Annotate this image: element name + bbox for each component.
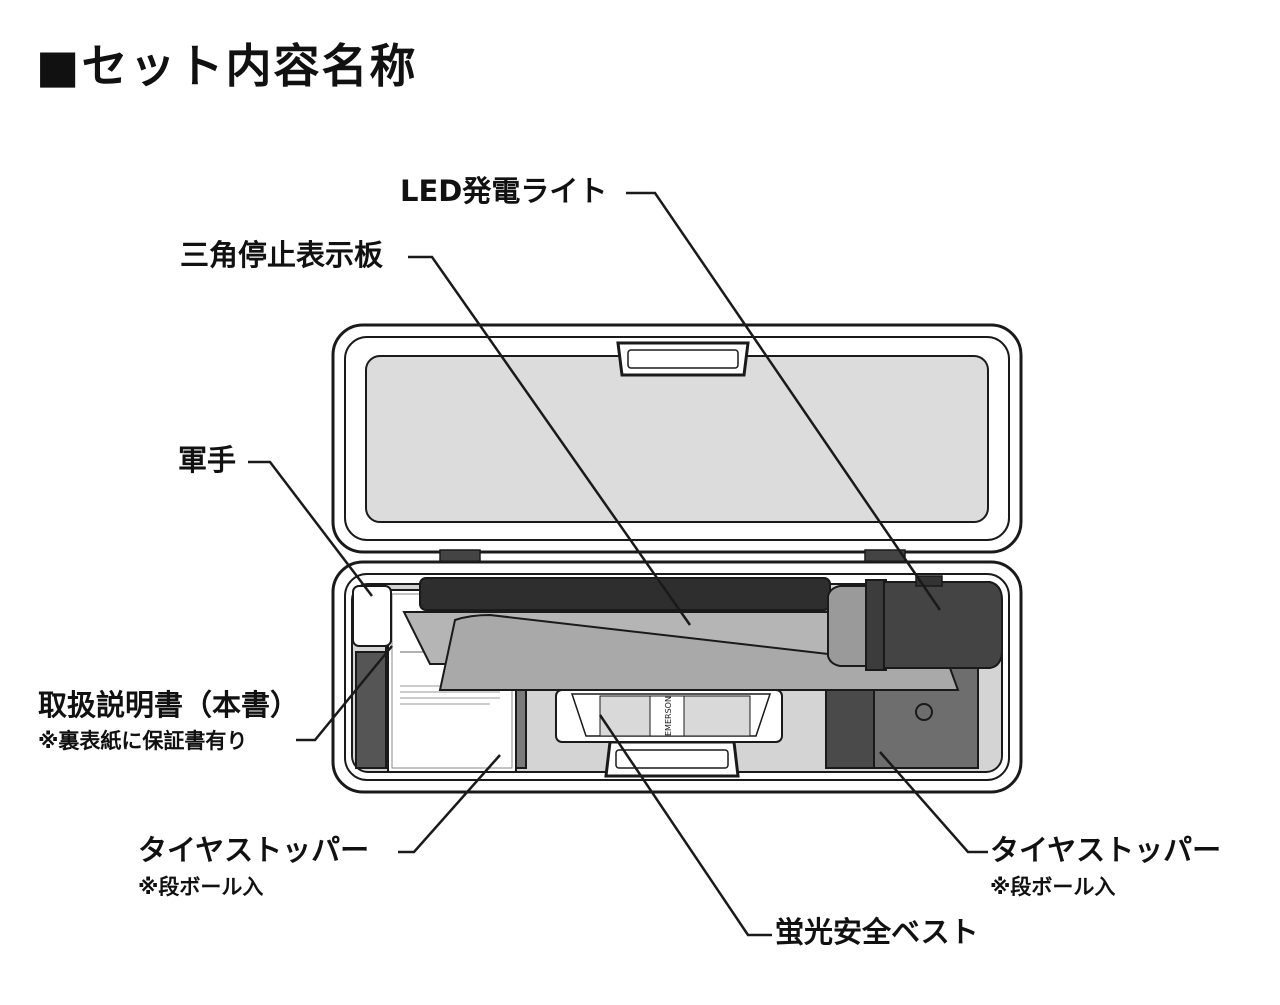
label-tire-stopper-right-note: ※段ボール入: [990, 875, 1116, 899]
label-safety-vest: 蛍光安全ベスト: [775, 915, 979, 949]
case-lid: [331, 323, 1023, 554]
leader-lines: [248, 191, 988, 937]
safety-vest: [555, 689, 783, 743]
label-tire-stopper-right: タイヤストッパー: [990, 833, 1222, 867]
label-tire-stopper-left: タイヤストッパー: [138, 833, 370, 867]
label-led-light: LED発電ライト: [400, 174, 608, 208]
label-gloves: 軍手: [178, 443, 237, 477]
label-manual: 取扱説明書（本書）: [38, 688, 300, 722]
label-triangle-sign: 三角停止表示板: [180, 238, 384, 272]
label-tire-stopper-left-note: ※段ボール入: [138, 875, 264, 899]
label-manual-note: ※裏表紙に保証書有り: [38, 729, 248, 753]
page-title: ■セット内容名称: [36, 39, 418, 93]
gloves: [352, 585, 392, 647]
vest-brand-text: EMERSON: [664, 696, 673, 736]
led-light: [827, 575, 1003, 671]
